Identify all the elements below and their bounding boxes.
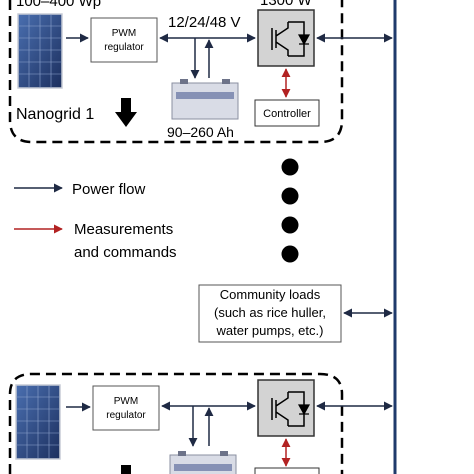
inverter-rating-label: 1300 W	[260, 0, 313, 9]
battery-icon	[171, 79, 239, 120]
community-loads-line1: Community loads	[220, 287, 321, 302]
solar-panel-icon-bottom	[15, 384, 61, 460]
controller-label: Controller	[263, 108, 311, 120]
pwm-regulator-box	[90, 17, 158, 63]
battery-capacity-label: 90–260 Ah	[167, 124, 234, 140]
community-loads-line3: water pumps, etc.)	[216, 323, 324, 338]
pwm-label-line1-bottom: PWM	[114, 396, 138, 407]
legend-measurements-line2: and commands	[74, 244, 177, 261]
nanogrid-n: PWM regulator	[8, 372, 393, 474]
down-arrow-icon-bottom	[121, 465, 131, 474]
battery-icon-bottom	[169, 451, 237, 474]
pwm-label-line2: regulator	[104, 42, 144, 53]
pwm-label-line1: PWM	[112, 28, 136, 39]
controller-box-bottom	[254, 467, 320, 474]
community-loads-box	[198, 284, 342, 343]
pwm-regulator-box-bottom	[92, 385, 160, 431]
solar-panel-icon	[17, 13, 63, 89]
inverter-icon-bottom	[257, 379, 315, 437]
pwm-label-line2-bottom: regulator	[106, 410, 146, 421]
nanogrid-n-border	[8, 372, 344, 474]
nanogrid-1: 100–400 Wp PWM regulator 12/24/48 V 90–2…	[8, 0, 393, 144]
community-loads-line2: (such as rice huller,	[214, 305, 326, 320]
community-loads: Community loads (such as rice huller, wa…	[198, 284, 393, 343]
legend: Power flow Measurements and commands	[14, 181, 177, 261]
more-nanogrids-dots	[281, 158, 299, 263]
down-arrow-icon	[115, 98, 137, 127]
nanogrid-name-label: Nanogrid 1	[16, 106, 94, 123]
controller-box	[254, 99, 320, 127]
inverter-icon	[257, 9, 315, 67]
nanogrid-1-border	[8, 0, 344, 144]
pv-rating-label: 100–400 Wp	[16, 0, 101, 10]
legend-measurements-line1: Measurements	[74, 221, 173, 238]
legend-power-flow-label: Power flow	[72, 181, 146, 198]
bus-voltage-label: 12/24/48 V	[168, 14, 241, 31]
